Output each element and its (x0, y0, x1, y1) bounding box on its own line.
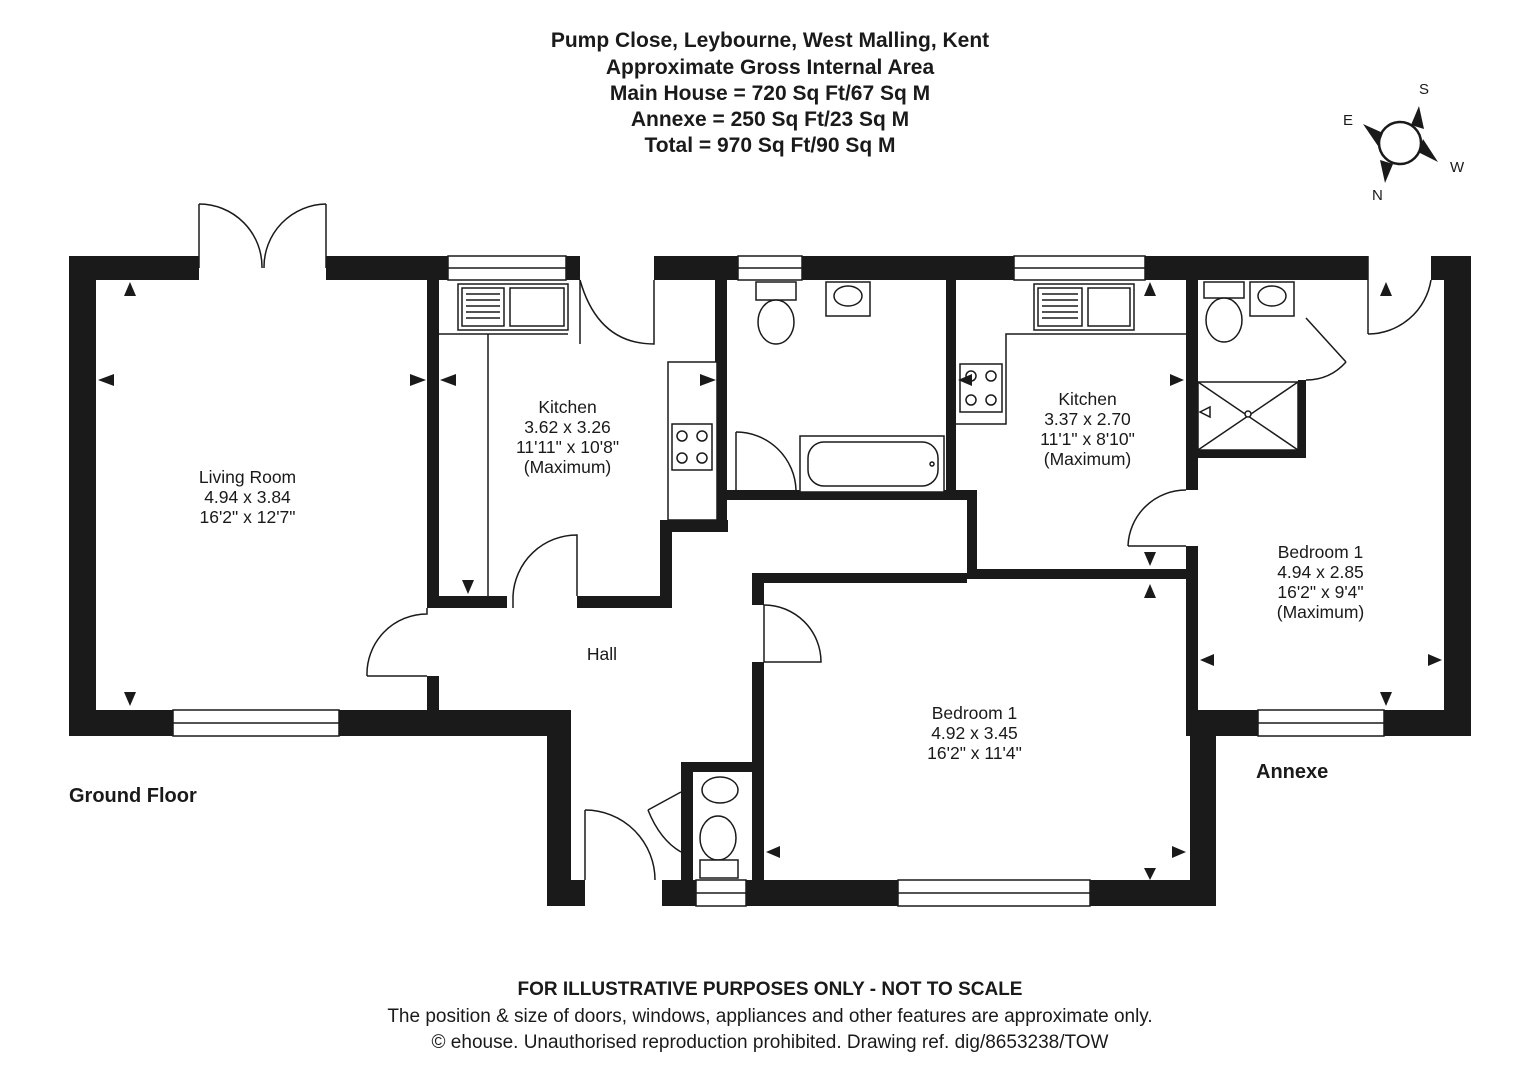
main-house-area: Main House = 720 Sq Ft/67 Sq M (609, 82, 931, 105)
room-metric: 4.94 x 3.84 (204, 487, 291, 507)
walls (69, 256, 1471, 906)
room-hall: Hall (562, 644, 642, 664)
room-metric: 3.62 x 3.26 (524, 417, 611, 437)
room-note: (Maximum) (1043, 449, 1132, 469)
footer-copyright: © ehouse. Unauthorised reproduction proh… (431, 1032, 1109, 1053)
room-name: Kitchen (1058, 389, 1117, 409)
room-imperial: 16'2" x 11'4" (927, 743, 1022, 763)
room-name: Bedroom 1 (931, 703, 1018, 723)
room-note: (Maximum) (523, 457, 612, 477)
property-address: Pump Close, Leybourne, West Malling, Ken… (550, 29, 990, 52)
room-name: Living Room (198, 467, 297, 487)
doors (198, 203, 1432, 881)
floor-label-ground: Ground Floor (69, 785, 197, 807)
compass-south: S (1419, 81, 1430, 98)
compass-east: E (1343, 112, 1354, 129)
floor-label-annexe: Annexe (1256, 761, 1329, 783)
room-bedroom-main: Bedroom 1 4.92 x 3.45 16'2" x 11'4" (907, 703, 1042, 763)
room-imperial: 11'1" x 8'10" (1040, 429, 1135, 449)
room-imperial: 16'2" x 9'4" (1277, 582, 1364, 602)
room-bedroom-annexe: Bedroom 1 4.94 x 2.85 16'2" x 9'4" (Maxi… (1253, 542, 1388, 622)
compass-west: W (1450, 159, 1465, 176)
room-imperial: 11'11" x 10'8" (515, 437, 620, 457)
fixtures (439, 281, 1299, 879)
annexe-area: Annexe = 250 Sq Ft/23 Sq M (630, 108, 910, 131)
compass-north: N (1372, 187, 1383, 204)
room-metric: 4.92 x 3.45 (931, 723, 1018, 743)
dimension-markers (98, 282, 1442, 880)
room-name: Bedroom 1 (1277, 542, 1364, 562)
room-kitchen-main: Kitchen 3.62 x 3.26 11'11" x 10'8" (Maxi… (500, 397, 635, 477)
room-name: Hall (586, 644, 618, 664)
total-area: Total = 970 Sq Ft/90 Sq M (644, 134, 896, 157)
footer-disclaimer: FOR ILLUSTRATIVE PURPOSES ONLY - NOT TO … (517, 979, 1023, 1000)
room-note: (Maximum) (1276, 602, 1365, 622)
room-metric: 4.94 x 2.85 (1277, 562, 1364, 582)
room-metric: 3.37 x 2.70 (1044, 409, 1131, 429)
compass-icon (1363, 106, 1438, 183)
room-imperial: 16'2" x 12'7" (199, 507, 296, 527)
area-title: Approximate Gross Internal Area (605, 56, 935, 79)
footer-note: The position & size of doors, windows, a… (387, 1006, 1153, 1027)
room-living: Living Room 4.94 x 3.84 16'2" x 12'7" (180, 467, 315, 527)
room-kitchen-annexe: Kitchen 3.37 x 2.70 11'1" x 8'10" (Maxim… (1020, 389, 1155, 469)
windows (172, 255, 1385, 907)
room-name: Kitchen (538, 397, 597, 417)
